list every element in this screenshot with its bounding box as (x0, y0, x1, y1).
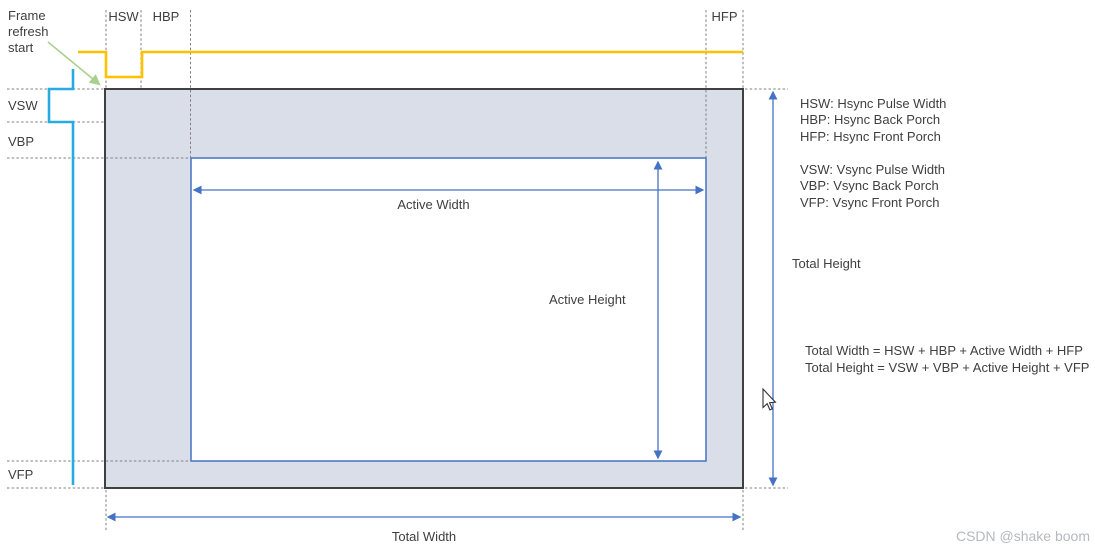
vsw-label: VSW (8, 98, 38, 113)
hbp-label: HBP (152, 9, 180, 24)
horizontal-timing-guides (105, 10, 744, 158)
legend-line-hbp: HBP: Hsync Back Porch (800, 112, 941, 128)
legend-line-hsw: HSW: Hsync Pulse Width (800, 96, 947, 111)
hsw-label: HSW (108, 9, 139, 24)
vsync-legend: VSW: Vsync Pulse Width VBP: Vsync Back P… (800, 162, 945, 211)
legend-line-hfp: HFP: Hsync Front Porch (800, 128, 941, 144)
active-height-label: Active Height (549, 292, 626, 307)
total-height-label: Total Height (792, 256, 861, 271)
mouse-cursor (762, 387, 777, 411)
vbp-label: VBP (8, 134, 35, 149)
total-width-label: Total Width (391, 529, 457, 544)
hsync-legend: HSW: Hsync Pulse Width HBP: Hsync Back P… (800, 96, 946, 145)
hfp-label: HFP (711, 9, 738, 24)
active-width-label: Active Width (397, 197, 470, 212)
frame-refresh-arrow (47, 41, 101, 86)
vsync-waveform (47, 69, 75, 485)
legend-line-vfp: VFP: Vsync Front Porch (800, 194, 940, 210)
csdn-watermark: CSDN @shake boom (955, 528, 1090, 544)
legend-line-vbp: VBP: Vsync Back Porch (800, 178, 939, 194)
vfp-label: VFP (8, 467, 34, 482)
total-width-formula: Total Width = HSW + HBP + Active Width +… (805, 343, 1083, 358)
timing-formulas: Total Width = HSW + HBP + Active Width +… (805, 342, 1089, 377)
legend-line-vsw: VSW: Vsync Pulse Width (800, 162, 945, 177)
total-height-formula: Total Height = VSW + VBP + Active Height… (805, 360, 1090, 376)
frame-refresh-start-label: Frame refresh start (8, 8, 49, 55)
active-area-rect (190, 157, 707, 462)
hsync-waveform (78, 50, 743, 79)
